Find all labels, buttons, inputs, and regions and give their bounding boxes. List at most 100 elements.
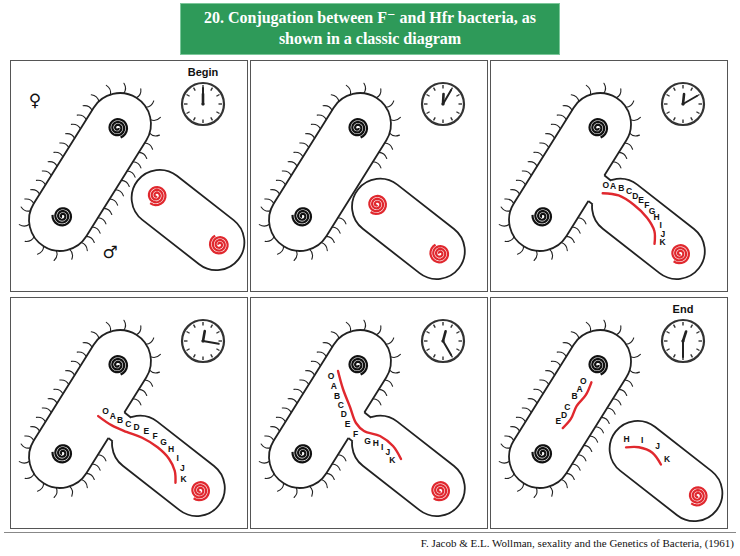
gene-letter: E	[638, 196, 644, 205]
clock-tick	[674, 354, 676, 357]
male-cell	[341, 167, 476, 290]
pilus	[294, 389, 303, 394]
stage-panel: OABCDEFGHIJK	[10, 297, 248, 529]
bridge-fill	[579, 170, 615, 207]
clock-tick	[442, 357, 443, 361]
transferred-chromosome	[563, 382, 592, 428]
pilus	[590, 436, 598, 442]
clock-tick	[456, 95, 459, 97]
pilus	[557, 352, 566, 357]
panel-illustration	[497, 81, 716, 290]
transferred-chromosome	[603, 193, 655, 244]
gene-letter: E	[143, 427, 149, 436]
bridge-wall	[348, 438, 352, 441]
gene-letter: F	[644, 201, 649, 210]
gene-letter: D	[134, 423, 140, 432]
clock-tick	[427, 332, 430, 334]
pilus	[563, 343, 572, 348]
female-cell	[17, 81, 162, 262]
gene-letter: A	[110, 412, 116, 421]
pilus	[276, 417, 285, 422]
pilus	[505, 474, 514, 479]
pilus	[310, 249, 313, 259]
pilus	[300, 380, 309, 385]
pilus	[630, 370, 640, 373]
pilus	[288, 162, 297, 167]
pilus	[31, 190, 40, 195]
pilus	[561, 480, 567, 488]
clock-pivot	[441, 102, 444, 105]
pilus	[265, 237, 274, 242]
clock-tick	[699, 103, 703, 104]
pilus	[376, 89, 381, 98]
clock-tick	[187, 112, 190, 114]
clock-tick	[682, 322, 683, 326]
pilus	[586, 85, 590, 94]
pilus	[391, 354, 401, 357]
clock-tick	[442, 322, 443, 326]
pilus	[261, 444, 270, 448]
male-chromosome	[690, 487, 707, 505]
pilus	[66, 134, 75, 139]
pilus	[83, 343, 92, 348]
pilus	[81, 480, 87, 488]
clock	[422, 83, 464, 125]
clock-tick	[194, 354, 196, 357]
gene-letter: O	[580, 377, 587, 386]
pilus	[151, 117, 161, 120]
pilus	[66, 371, 75, 376]
female-chromosome	[53, 445, 71, 462]
gene-letter: F	[353, 430, 358, 439]
stage-label: Begin	[188, 67, 219, 78]
pilus	[136, 89, 141, 98]
clock-tick	[211, 88, 213, 91]
gene-letter: O	[602, 181, 609, 190]
clock	[662, 320, 704, 362]
male-chromosome	[210, 236, 228, 254]
clock-tick	[202, 120, 203, 124]
pilus	[625, 380, 633, 386]
clock-tick	[456, 349, 459, 351]
slide-title: 20. Conjugation between F⁻ and Hfr bacte…	[180, 3, 560, 55]
clock-tick	[682, 120, 683, 124]
clock-tick	[459, 340, 463, 341]
pilus	[499, 461, 509, 463]
pilus	[104, 208, 112, 214]
bridge-wall	[108, 438, 112, 441]
gene-letter: C	[338, 401, 344, 410]
pilus	[625, 143, 633, 149]
pilus	[379, 389, 387, 395]
pilus	[311, 361, 320, 366]
pilus	[145, 143, 153, 149]
male-chromosome	[149, 187, 166, 205]
pilus	[91, 95, 99, 102]
pilus	[551, 124, 560, 129]
pilus	[501, 207, 510, 211]
clock-tick	[691, 88, 693, 91]
female-chromosome	[590, 356, 607, 374]
male-cell	[101, 404, 236, 527]
pilus	[534, 251, 537, 261]
pilus	[557, 115, 566, 120]
clock-tick	[211, 354, 213, 357]
pilus	[331, 95, 339, 102]
pilus	[42, 171, 51, 176]
pilus	[511, 190, 520, 195]
clock-tick	[216, 349, 219, 351]
pilus	[271, 190, 280, 195]
pilus	[619, 152, 627, 158]
clock-tick	[194, 117, 196, 120]
gene-letter: C	[626, 187, 632, 196]
male-cell	[598, 410, 728, 529]
clock-minute-hand	[203, 341, 219, 344]
gene-letter: I	[381, 443, 383, 452]
panel-illustration	[17, 81, 255, 281]
pilus	[145, 380, 153, 386]
pilus	[390, 370, 400, 373]
pilus	[306, 134, 315, 139]
pilus	[124, 83, 126, 93]
pilus	[121, 180, 129, 186]
gene-letter: B	[572, 392, 578, 401]
pilus	[505, 199, 514, 204]
clock-tick	[202, 322, 203, 326]
